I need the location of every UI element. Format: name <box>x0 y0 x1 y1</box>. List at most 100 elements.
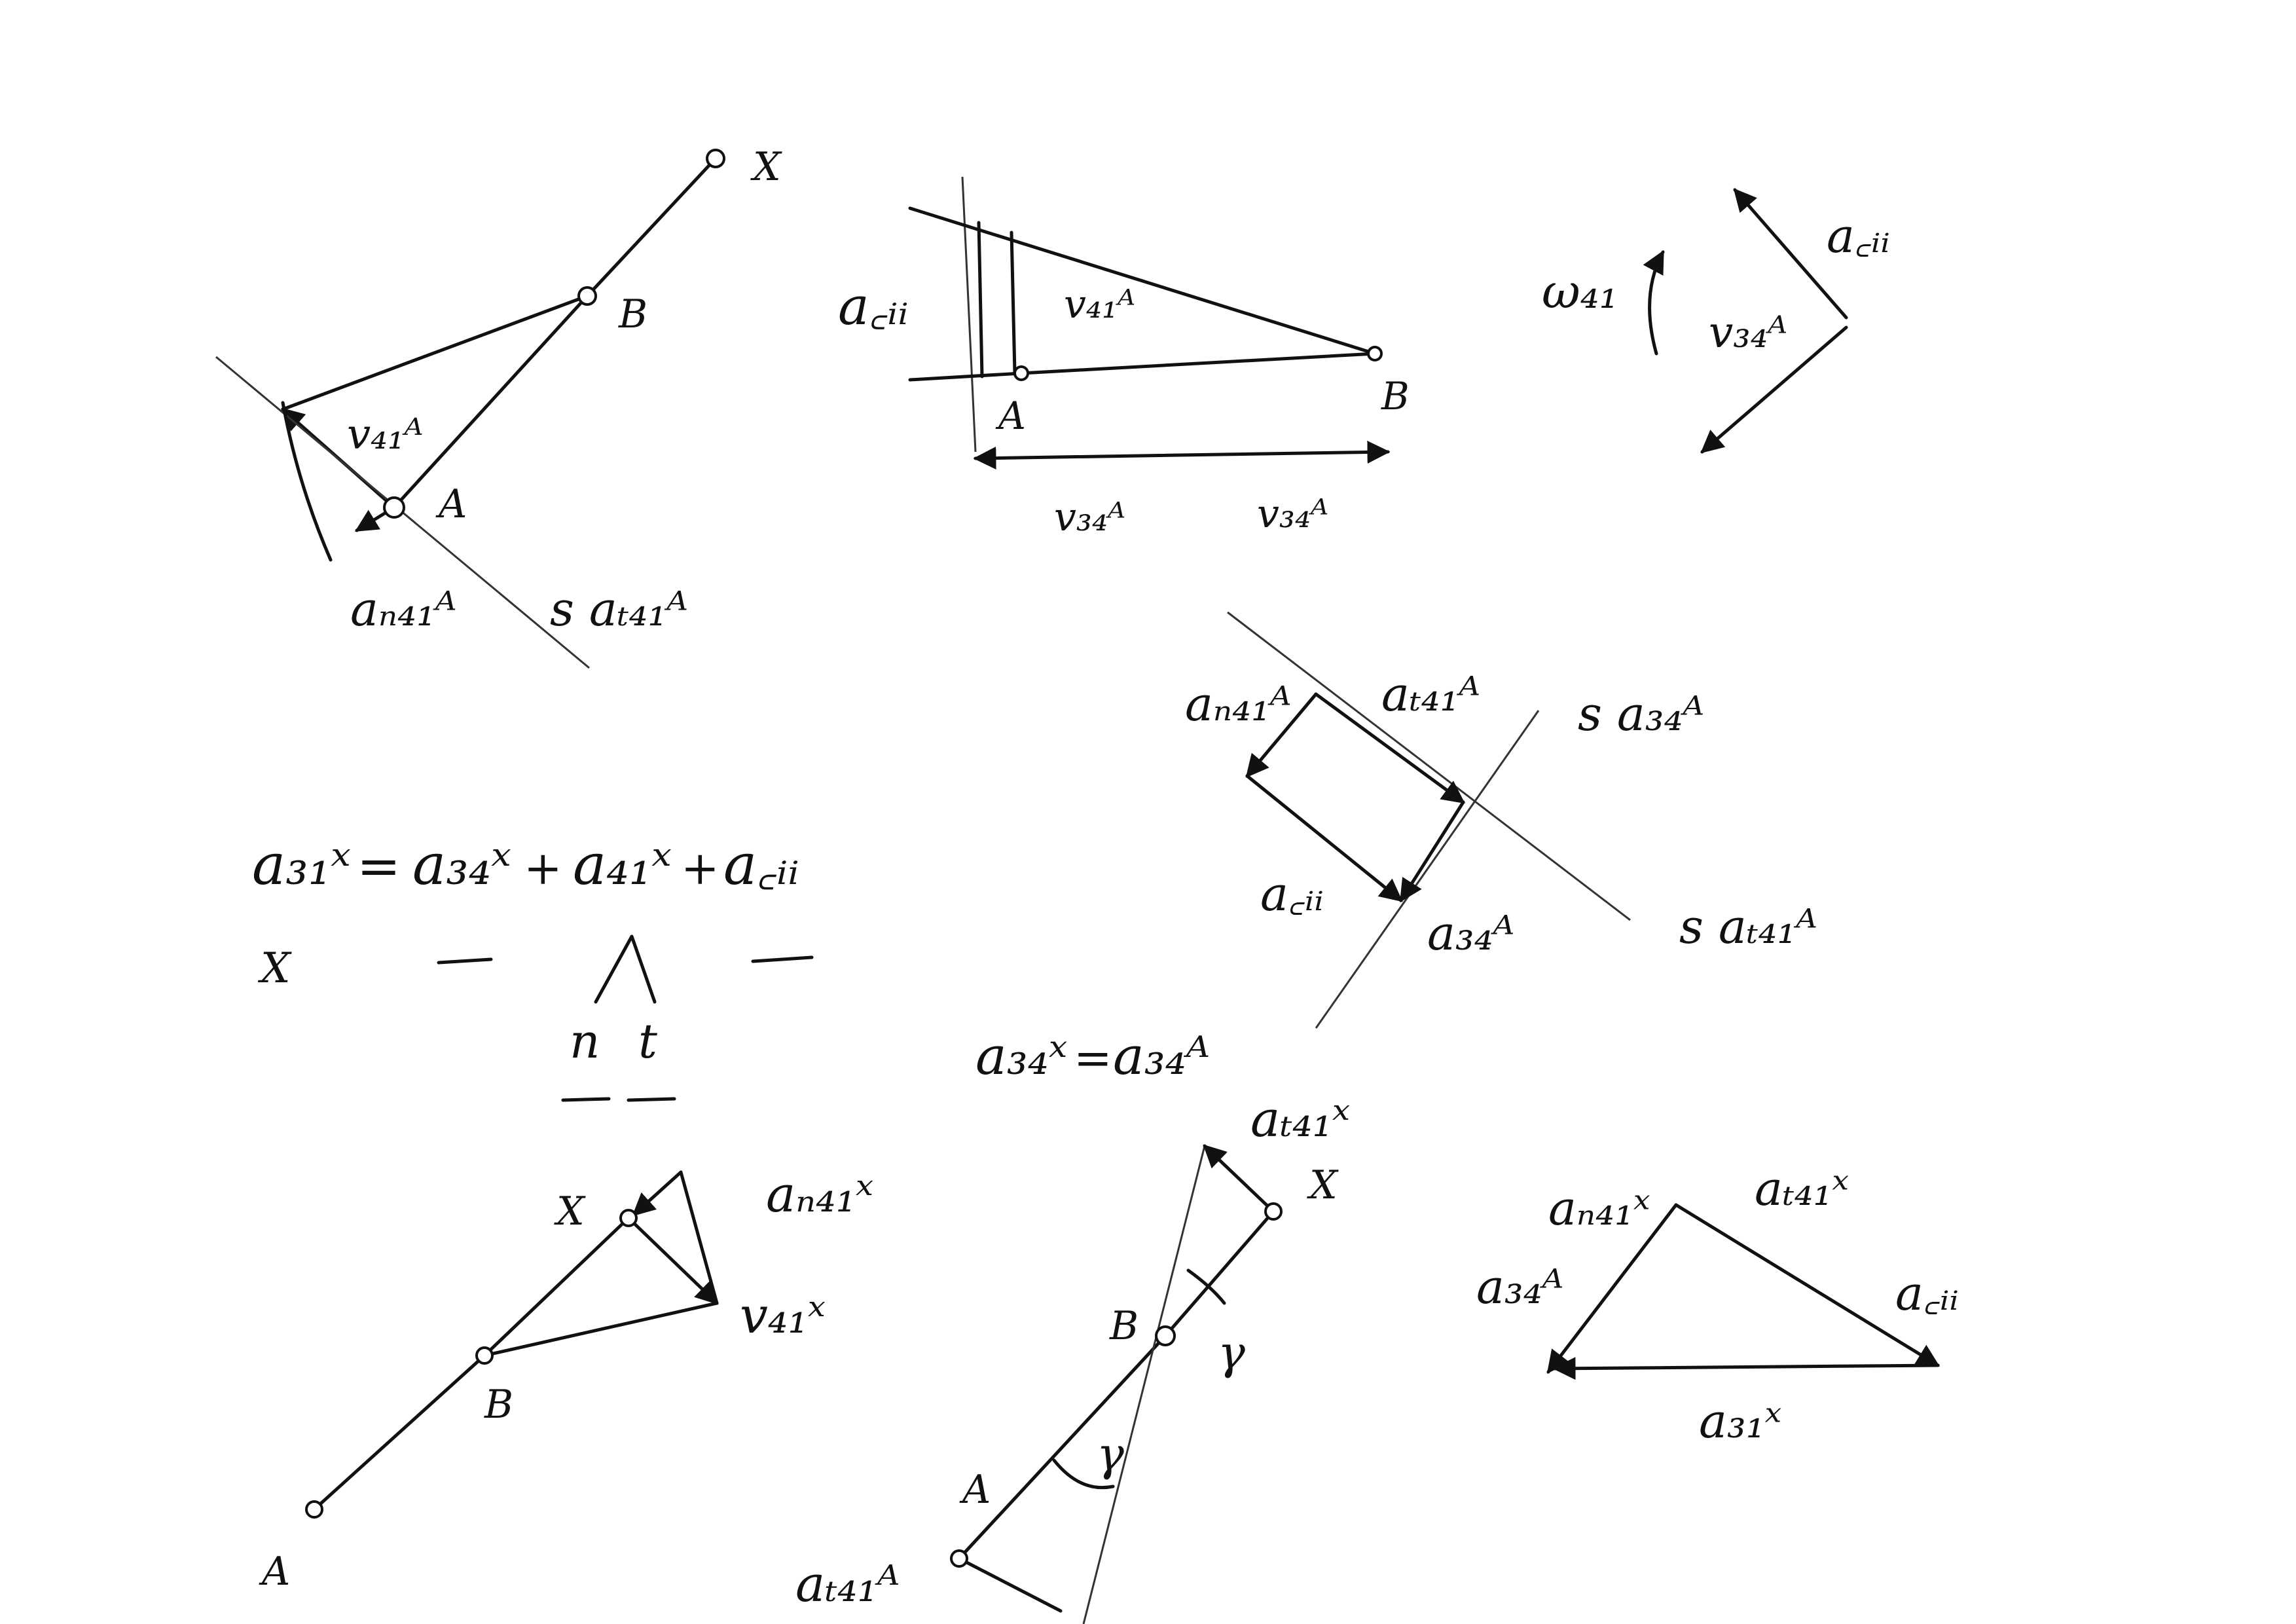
joint-x <box>706 149 725 168</box>
point-a <box>1013 365 1029 381</box>
label-gamma-lower: γ <box>1097 1428 1124 1481</box>
arrow-an41-x-poly <box>1546 1203 1678 1374</box>
line-top <box>908 206 1377 356</box>
line-through-b <box>1082 1145 1206 1624</box>
label-v34-left: v₃₄ᴬ <box>1054 494 1125 540</box>
label-gamma-upper: γ <box>1218 1326 1245 1380</box>
label-acII-mid: a꜀ᵢᵢ <box>1260 866 1324 921</box>
figure-coriolis-top-right: a꜀ᵢᵢ ω₄₁ v₃₄ᴬ <box>1542 188 1890 454</box>
label-a-bottom: A <box>259 1549 290 1595</box>
link-b-x-bottom <box>483 1216 630 1357</box>
joint-b-gamma <box>1155 1325 1176 1346</box>
label-at41-A: aₜ₄₁ᴬ <box>1381 667 1480 722</box>
label-at41-x-poly: aₜ₄₁ˣ <box>1755 1161 1849 1216</box>
figure-linkage-abx-bottom: A B X aₙ₄₁ˣ v₄₁ˣ <box>259 1165 873 1595</box>
arrow-at41-x-poly <box>1674 1203 1940 1367</box>
label-b: B <box>618 291 647 337</box>
eq-a41-x: a₄₁ˣ <box>573 832 672 898</box>
line-tip-side <box>679 1170 719 1305</box>
label-at41-A-bottom: aₜ₄₁ᴬ <box>795 1555 900 1613</box>
label-omega41: ω₄₁ <box>1542 264 1618 319</box>
label-acII-right: a꜀ᵢᵢ <box>1827 208 1890 263</box>
eq-underline-a34 <box>437 957 493 965</box>
eq-acII: a꜀ᵢᵢ <box>723 832 799 898</box>
eq-plus-1: + <box>524 841 562 895</box>
eq-label-n: n <box>570 1014 600 1069</box>
arc-gamma-upper <box>1186 1268 1226 1305</box>
arrow-an41-x <box>632 1170 683 1217</box>
label-b-gamma: B <box>1109 1303 1139 1349</box>
figure-linkage-gamma: A B X aₜ₄₁ˣ γ γ aₜ₄₁ᴬ <box>795 1090 1350 1624</box>
figure-velocity-top-center: a꜀ᵢᵢ v₄₁ᴬ A B v₃₄ᴬ v₃₄ᴬ <box>838 176 1410 540</box>
joint-a <box>383 496 405 519</box>
equation-acceleration-x: a₃₁ˣ = a₃₄ˣ + a₄₁ˣ + a꜀ᵢᵢ X n t <box>252 832 814 1102</box>
arrow-at41-A <box>1314 692 1465 804</box>
label-s-at41-A-mid: s aₜ₄₁ᴬ <box>1679 899 1817 954</box>
label-b-center: B <box>1381 374 1410 418</box>
eq-plus-2: + <box>681 841 720 895</box>
label-a-center: A <box>995 394 1026 438</box>
line-base-left <box>908 371 1023 382</box>
link-a-b <box>392 294 589 509</box>
label-an41-x-poly: aₙ₄₁ˣ <box>1548 1181 1650 1236</box>
joint-b-bottom <box>475 1346 494 1365</box>
label-s-a34-A: s a₃₄ᴬ <box>1578 686 1704 741</box>
joint-b <box>577 286 597 306</box>
label-v41-A-top: v₄₁ᴬ <box>1064 282 1135 327</box>
figure-linkage-abx-top: X B A v₄₁ᴬ aₙ₄₁ᴬ s aₜ₄₁ᴬ <box>215 144 782 669</box>
label-b-bottom: B <box>484 1382 513 1428</box>
label-v41-A: v₄₁ᴬ <box>347 411 424 459</box>
label-an41-A: aₙ₄₁ᴬ <box>350 581 457 637</box>
label-an41-x: aₙ₄₁ˣ <box>766 1165 873 1223</box>
arc-tangent <box>281 401 333 562</box>
label-an41-A-mid: aₙ₄₁ᴬ <box>1185 676 1292 731</box>
line-s-at41-mid <box>1227 611 1631 921</box>
bar-1 <box>977 221 984 378</box>
joint-a-bottom <box>305 1500 323 1519</box>
line-a-b <box>1019 352 1377 375</box>
joint-x-gamma <box>1264 1202 1283 1221</box>
label-x: X <box>750 144 782 190</box>
label-v41-x: v₄₁ˣ <box>740 1286 826 1344</box>
vertical-axis <box>961 176 977 452</box>
eq-underline-t <box>627 1097 676 1102</box>
label-x-gamma: X <box>1307 1162 1339 1208</box>
eq-underline-n <box>561 1097 611 1102</box>
label-a-gamma: A <box>959 1467 991 1513</box>
label-a31-x-poly: a₃₁ˣ <box>1699 1393 1781 1449</box>
eq-equals: = <box>357 836 401 896</box>
arc-gamma-lower <box>1052 1458 1115 1490</box>
link-tip-b <box>281 294 589 411</box>
link-a-b-bottom <box>312 1354 486 1511</box>
eq-a34-x: a₃₄ˣ <box>412 832 511 898</box>
arrow-acII-mid <box>1245 774 1403 902</box>
arrow-v34-A <box>1700 325 1848 454</box>
figure-acceleration-polygon-x: aₙ₄₁ˣ aₜ₄₁ˣ a₃₄ᴬ a꜀ᵢᵢ a₃₁ˣ <box>1476 1161 1959 1449</box>
eq-a31-x: a₃₁ˣ <box>252 832 351 898</box>
label-at41-x: aₜ₄₁ˣ <box>1250 1090 1350 1148</box>
label-s-at41-A: s aₜ₄₁ᴬ <box>550 581 688 637</box>
link-a-b-gamma <box>957 1334 1167 1560</box>
equation-a34: a₃₄ˣ = a₃₄ᴬ <box>975 1025 1210 1086</box>
eq2-equals: = <box>1074 1031 1112 1085</box>
arrow-v41-x <box>627 1216 719 1305</box>
label-x-bottom: X <box>554 1189 586 1234</box>
arrow-at41-x <box>1203 1144 1275 1213</box>
arrow-a34-A <box>1399 800 1465 902</box>
bar-2 <box>1010 231 1017 375</box>
label-a: A <box>435 481 467 527</box>
label-acII-poly: a꜀ᵢᵢ <box>1895 1266 1959 1321</box>
arrow-acII <box>1733 188 1848 320</box>
figure-acceleration-polygon-a: aₙ₄₁ᴬ aₜ₄₁ᴬ s a₃₄ᴬ a꜀ᵢᵢ a₃₄ᴬ s aₜ₄₁ᴬ <box>1185 611 1817 1029</box>
label-acII: a꜀ᵢᵢ <box>838 276 909 337</box>
link-b-tip <box>483 1301 719 1357</box>
link-b-x-gamma <box>1163 1209 1275 1338</box>
line-s-a34-mid <box>1315 710 1540 1029</box>
link-a-lower <box>957 1557 1063 1613</box>
label-a34-A: a₃₄ᴬ <box>1427 906 1514 961</box>
arrow-omega41 <box>1643 249 1665 356</box>
eq-split-a41 <box>594 934 657 1004</box>
dimension-v34 <box>973 441 1391 470</box>
label-v34-right: v₃₄ᴬ <box>1257 491 1328 537</box>
